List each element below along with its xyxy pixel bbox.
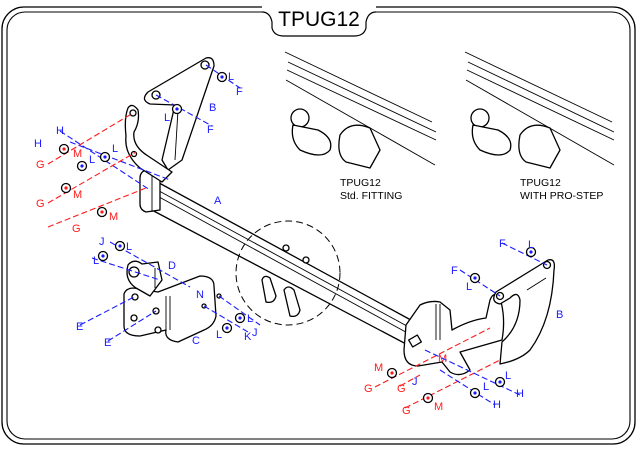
label-part-e2: E bbox=[104, 337, 111, 349]
label-part-a: A bbox=[214, 195, 222, 207]
fastener-label: M bbox=[109, 211, 118, 223]
right-end-assembly bbox=[403, 293, 505, 376]
part-labels: A B B C D N E E bbox=[76, 102, 563, 349]
fastener-label: J bbox=[412, 376, 418, 388]
outer-frame bbox=[1, 6, 636, 445]
fastener-label: F bbox=[451, 265, 458, 277]
fastener-label: K bbox=[244, 331, 252, 343]
fastener-label: L bbox=[528, 239, 534, 251]
inset-caption-line2: Std. FITTING bbox=[340, 190, 403, 202]
fastener-label: F bbox=[236, 86, 243, 98]
fastener-labels: L F L F H H L L G M G M G M J L L J K L … bbox=[34, 71, 534, 417]
label-part-c: C bbox=[192, 335, 200, 347]
inset-pro-step bbox=[464, 51, 615, 169]
fastener-label: L bbox=[505, 370, 511, 382]
label-part-n: N bbox=[196, 289, 204, 301]
fastener-label: M bbox=[73, 189, 82, 201]
inset-caption-line1: TPUG12 bbox=[520, 177, 561, 189]
fastener-label: G bbox=[36, 159, 45, 171]
fastener-label: F bbox=[207, 124, 214, 136]
fastener-label: H bbox=[493, 399, 501, 411]
fastener-label: L bbox=[112, 143, 118, 155]
fastener-label: L bbox=[483, 381, 489, 393]
fastener-label: F bbox=[499, 238, 506, 250]
detail-tabs bbox=[261, 244, 310, 318]
fastener-label: L bbox=[93, 255, 99, 267]
fastener-label: M bbox=[434, 401, 443, 413]
label-part-b-left: B bbox=[209, 102, 216, 114]
fastener-label: G bbox=[72, 223, 81, 235]
fastener-label: G bbox=[36, 198, 45, 210]
inset-caption-std: TPUG12 Std. FITTING bbox=[340, 177, 402, 203]
fastener-label: J bbox=[99, 236, 105, 248]
inset-std-fitting bbox=[284, 51, 437, 169]
fastener-label: H bbox=[34, 138, 42, 150]
fastener-label: M bbox=[73, 148, 82, 160]
title-tab-border bbox=[261, 11, 377, 37]
fastener-label: H bbox=[56, 125, 64, 137]
tow-ball bbox=[290, 108, 310, 128]
label-part-b-right: B bbox=[556, 309, 563, 321]
fastener-label: L bbox=[247, 313, 253, 325]
fastener-label: L bbox=[466, 281, 472, 293]
inset-caption-prostep: TPUG12 WITH PRO-STEP bbox=[520, 177, 603, 203]
fastener-label: M bbox=[438, 353, 447, 365]
fastener-label: L bbox=[89, 154, 95, 166]
bracket-cd-assembly bbox=[123, 260, 222, 343]
fastener-label: L bbox=[126, 241, 132, 253]
diagram-title: TPUG12 bbox=[278, 8, 360, 31]
title-tab-shape bbox=[262, 5, 376, 36]
label-part-d: D bbox=[168, 260, 176, 272]
label-part-e1: E bbox=[76, 321, 83, 333]
fastener-label: L bbox=[216, 329, 222, 341]
washers bbox=[58, 71, 537, 404]
fastener-label: G bbox=[397, 383, 406, 395]
inset-caption-line2: WITH PRO-STEP bbox=[520, 190, 604, 202]
fastener-label: G bbox=[402, 405, 411, 417]
fastener-label: H bbox=[516, 388, 524, 400]
fastener-label: L bbox=[164, 112, 170, 124]
left-bracket-b bbox=[143, 57, 215, 171]
inset-caption-line1: TPUG12 bbox=[340, 177, 381, 189]
tow-ball bbox=[470, 108, 490, 128]
fastener-label: M bbox=[374, 362, 383, 374]
detail-callout-circle bbox=[235, 220, 341, 326]
fastener-label: G bbox=[364, 383, 373, 395]
fastener-label: J bbox=[252, 327, 258, 339]
fastener-label: L bbox=[228, 71, 234, 83]
